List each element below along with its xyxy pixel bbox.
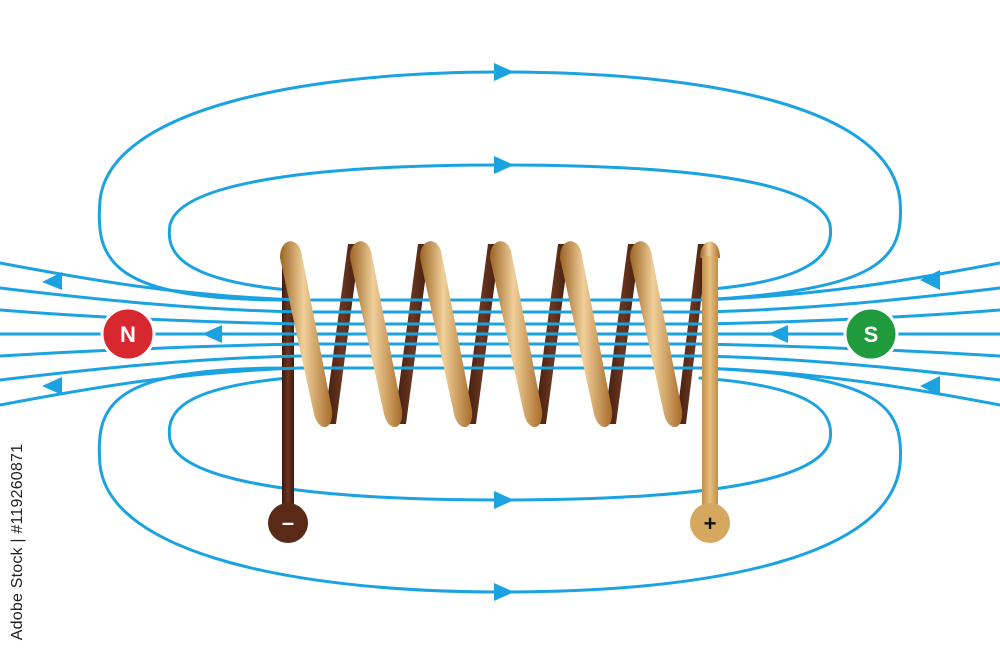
north-pole-circle xyxy=(100,306,156,362)
field-line-bottom-inner xyxy=(167,376,833,502)
inner-line-7 xyxy=(0,366,1000,407)
positive-lead xyxy=(700,241,720,518)
arrow-top-inner xyxy=(494,156,514,174)
inner-line-5 xyxy=(0,342,1000,358)
arrow-left-lower xyxy=(42,377,62,395)
south-pole-label: S xyxy=(864,322,879,347)
arrow-top-outer xyxy=(494,63,514,81)
field-line-bottom-outer xyxy=(97,366,903,594)
inner-line-2 xyxy=(0,286,1000,314)
arrow-left-upper xyxy=(42,272,62,290)
coil-front-1 xyxy=(280,241,333,428)
coil-front-strands xyxy=(280,241,683,428)
coil-front-6 xyxy=(630,241,683,428)
positive-terminal-label: + xyxy=(704,511,717,536)
coil-front-5 xyxy=(560,241,613,428)
south-pole-marker: S xyxy=(843,306,899,362)
south-pole-circle xyxy=(843,306,899,362)
north-pole-marker: N xyxy=(100,306,156,362)
negative-lead-wire xyxy=(282,250,294,518)
positive-terminal-circle xyxy=(690,503,730,543)
inner-line-6 xyxy=(0,354,1000,382)
field-arrows xyxy=(42,63,940,601)
arrow-right-middle xyxy=(768,325,788,343)
inner-line-3 xyxy=(0,308,1000,326)
negative-terminal-circle xyxy=(268,503,308,543)
arrow-bottom-outer xyxy=(494,583,514,601)
negative-terminal-label: – xyxy=(282,510,294,535)
positive-lead-wire xyxy=(702,256,718,518)
stock-id-label: Adobe Stock | #119260871 xyxy=(8,437,28,647)
coil-front-3 xyxy=(420,241,473,428)
coil-front-2 xyxy=(350,241,403,428)
arrow-bottom-inner xyxy=(494,491,514,509)
coil-front-4 xyxy=(490,241,543,428)
arrow-right-lower xyxy=(920,376,940,396)
stock-id-text: Adobe Stock | #119260871 xyxy=(9,443,26,641)
north-pole-label: N xyxy=(120,322,136,347)
negative-terminal: – xyxy=(268,503,308,543)
arrow-right-upper xyxy=(920,270,940,290)
positive-lead-top xyxy=(700,241,720,258)
arrow-left-middle xyxy=(202,325,222,343)
positive-terminal: + xyxy=(690,503,730,543)
